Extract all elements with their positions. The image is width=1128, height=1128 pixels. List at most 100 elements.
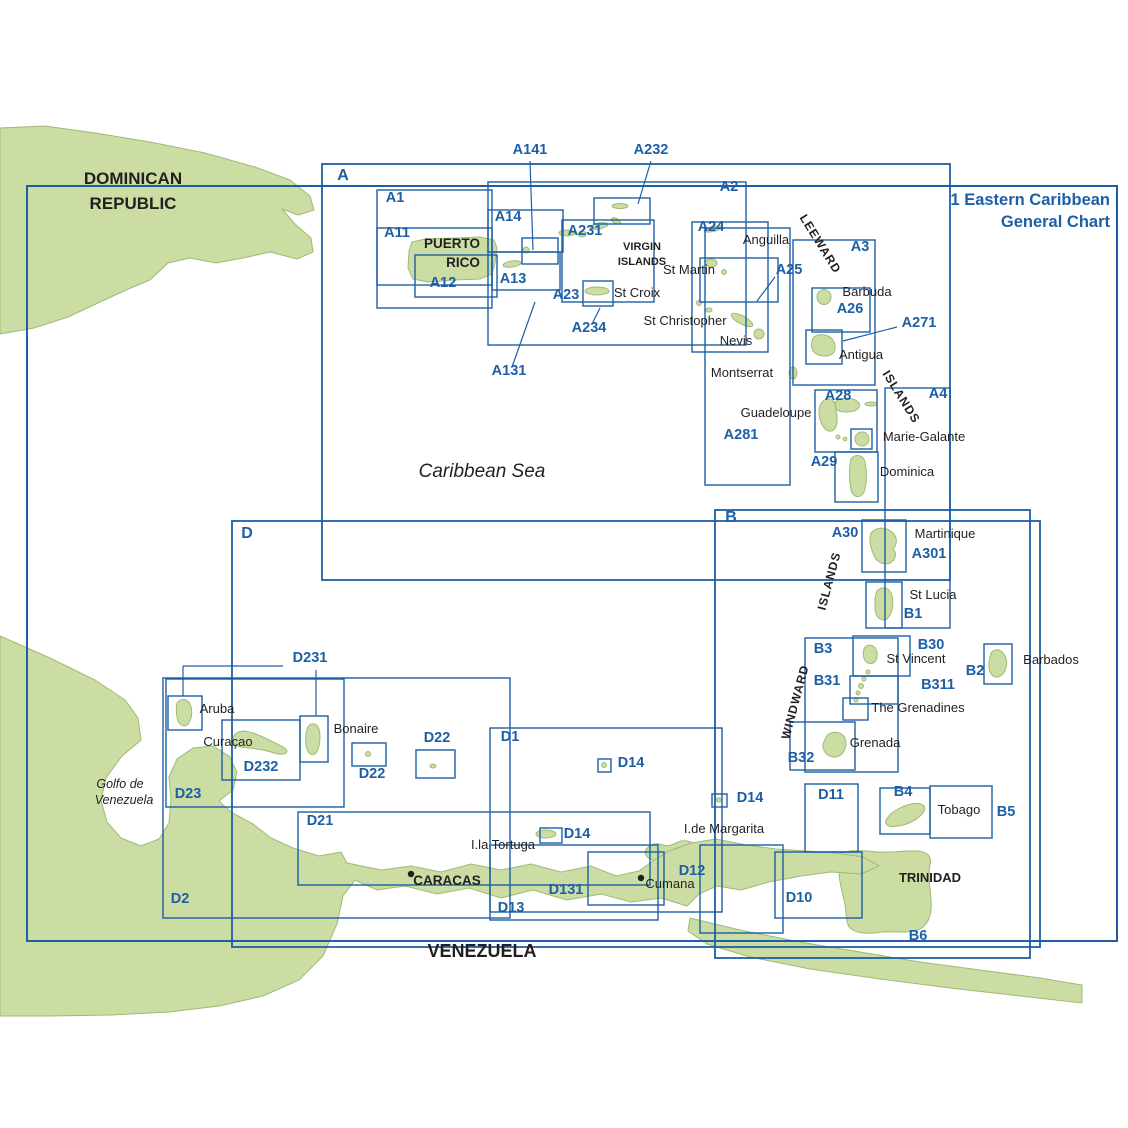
label-islands: ISLANDS (815, 550, 844, 611)
label-i-de-margarita: I.de Margarita (684, 821, 765, 836)
chart-box-D12 (699, 844, 784, 934)
label-martinique: Martinique (915, 526, 976, 541)
label-a2: A2 (720, 179, 739, 195)
label-d14: D14 (564, 826, 591, 842)
label-bonaire: Bonaire (334, 721, 379, 736)
land-la-tortuga (535, 829, 557, 839)
land-curacao (232, 730, 288, 755)
label-d231: D231 (293, 650, 328, 666)
chart-box-A26 (811, 287, 871, 333)
chart-box-D23 (165, 678, 345, 808)
chart-box-A232 (593, 197, 651, 225)
chart-box-D21 (297, 811, 651, 886)
land-south-america (0, 635, 881, 1017)
land-bonaire (305, 723, 321, 756)
chart-box-A25 (699, 257, 779, 303)
label-st-martin: St Martin (663, 262, 715, 277)
land-grenada (822, 731, 847, 758)
chart-box-D231-aruba (167, 695, 203, 731)
land-aves-cay (429, 763, 437, 769)
chart-box-A23 (582, 280, 614, 307)
label-d14: D14 (737, 790, 764, 806)
chart-box-D1 (489, 727, 723, 913)
land-grenadines-cay-1 (865, 669, 871, 675)
label-virgin: VIRGIN (623, 241, 661, 253)
label-d13: D13 (498, 900, 525, 916)
label-d1: D1 (501, 729, 520, 745)
chart-box-B5 (929, 785, 993, 839)
label-b5: B5 (997, 804, 1016, 820)
label-1-eastern-caribbean: 1 Eastern Caribbean (950, 191, 1110, 209)
label-a232: A232 (634, 142, 669, 158)
chart-box-A29 (834, 451, 879, 503)
land-st-lucia (874, 587, 894, 621)
label-d12: D12 (679, 863, 706, 879)
chart-box-B2 (983, 643, 1013, 685)
label-b32: B32 (788, 750, 815, 766)
label-tobago: Tobago (938, 802, 981, 817)
label-golfo-de: Golfo de (96, 777, 143, 791)
land-los-testigos (715, 797, 723, 803)
land-grenadines-cay-4 (855, 690, 861, 696)
chart-box-D22-a (415, 749, 456, 779)
land-st-vincent (862, 644, 878, 664)
chart-box-D14-b (711, 793, 728, 808)
land-antigua (810, 334, 836, 357)
label-cumana: Cumana (645, 876, 695, 891)
label-d2: D2 (171, 891, 190, 907)
land-st-croix (584, 286, 610, 296)
label-st-christopher: St Christopher (643, 313, 727, 328)
land-orinoco-delta (687, 917, 1083, 1004)
leader-line (842, 326, 898, 342)
label-a14: A14 (495, 209, 522, 225)
label-grenada: Grenada (850, 735, 901, 750)
label-islands: ISLANDS (618, 256, 666, 268)
chart-box-A12 (414, 254, 498, 298)
chart-box-B (714, 509, 1031, 959)
label-puerto: PUERTO (424, 236, 480, 251)
land-barbados (988, 649, 1008, 678)
chart-box-D (231, 520, 1041, 948)
label-barbuda: Barbuda (842, 284, 892, 299)
label-b2: B2 (966, 663, 985, 679)
label-venezuela: Venezuela (95, 793, 154, 807)
land-la-desirade (864, 401, 878, 407)
label-d232: D232 (244, 759, 279, 775)
land-vieques (502, 260, 522, 268)
chart-box-A (321, 163, 951, 581)
label-nevis: Nevis (720, 333, 753, 348)
label-d10: D10 (786, 890, 813, 906)
label-a: A (337, 167, 349, 184)
chart-box-D14-a (597, 758, 612, 773)
label-anguilla: Anguilla (743, 232, 790, 247)
land-st-john (577, 230, 587, 238)
chart-box-A3 (792, 239, 876, 386)
label-a234: A234 (572, 320, 607, 336)
label-barbados: Barbados (1023, 652, 1079, 667)
leader-line (529, 160, 534, 251)
land-dominica (849, 454, 867, 498)
label-st-croix: St Croix (614, 285, 661, 300)
label-a30: A30 (832, 525, 859, 541)
label-antigua: Antigua (839, 347, 884, 362)
label-a281: A281 (724, 427, 759, 443)
label-b4: B4 (894, 784, 913, 800)
label-the-grenadines: The Grenadines (871, 700, 965, 715)
label-a3: A3 (851, 239, 870, 255)
label-cura-ao: Curaçao (203, 734, 252, 749)
label-d14: D14 (618, 755, 645, 771)
chart-box-A4 (884, 387, 951, 629)
label-b30: B30 (918, 637, 945, 653)
label-a25: A25 (776, 262, 803, 278)
label-d: D (241, 525, 253, 542)
label-aruba: Aruba (200, 701, 235, 716)
label-i-la-tortuga: I.la Tortuga (471, 837, 536, 852)
land-la-blanquilla (601, 762, 607, 768)
label-caribbean-sea: Caribbean Sea (419, 461, 546, 482)
leader-line (591, 307, 601, 325)
leader-line (511, 301, 536, 368)
label-st-vincent: St Vincent (886, 651, 945, 666)
label-a231: A231 (568, 223, 603, 239)
chart-box-A30 (861, 519, 907, 573)
